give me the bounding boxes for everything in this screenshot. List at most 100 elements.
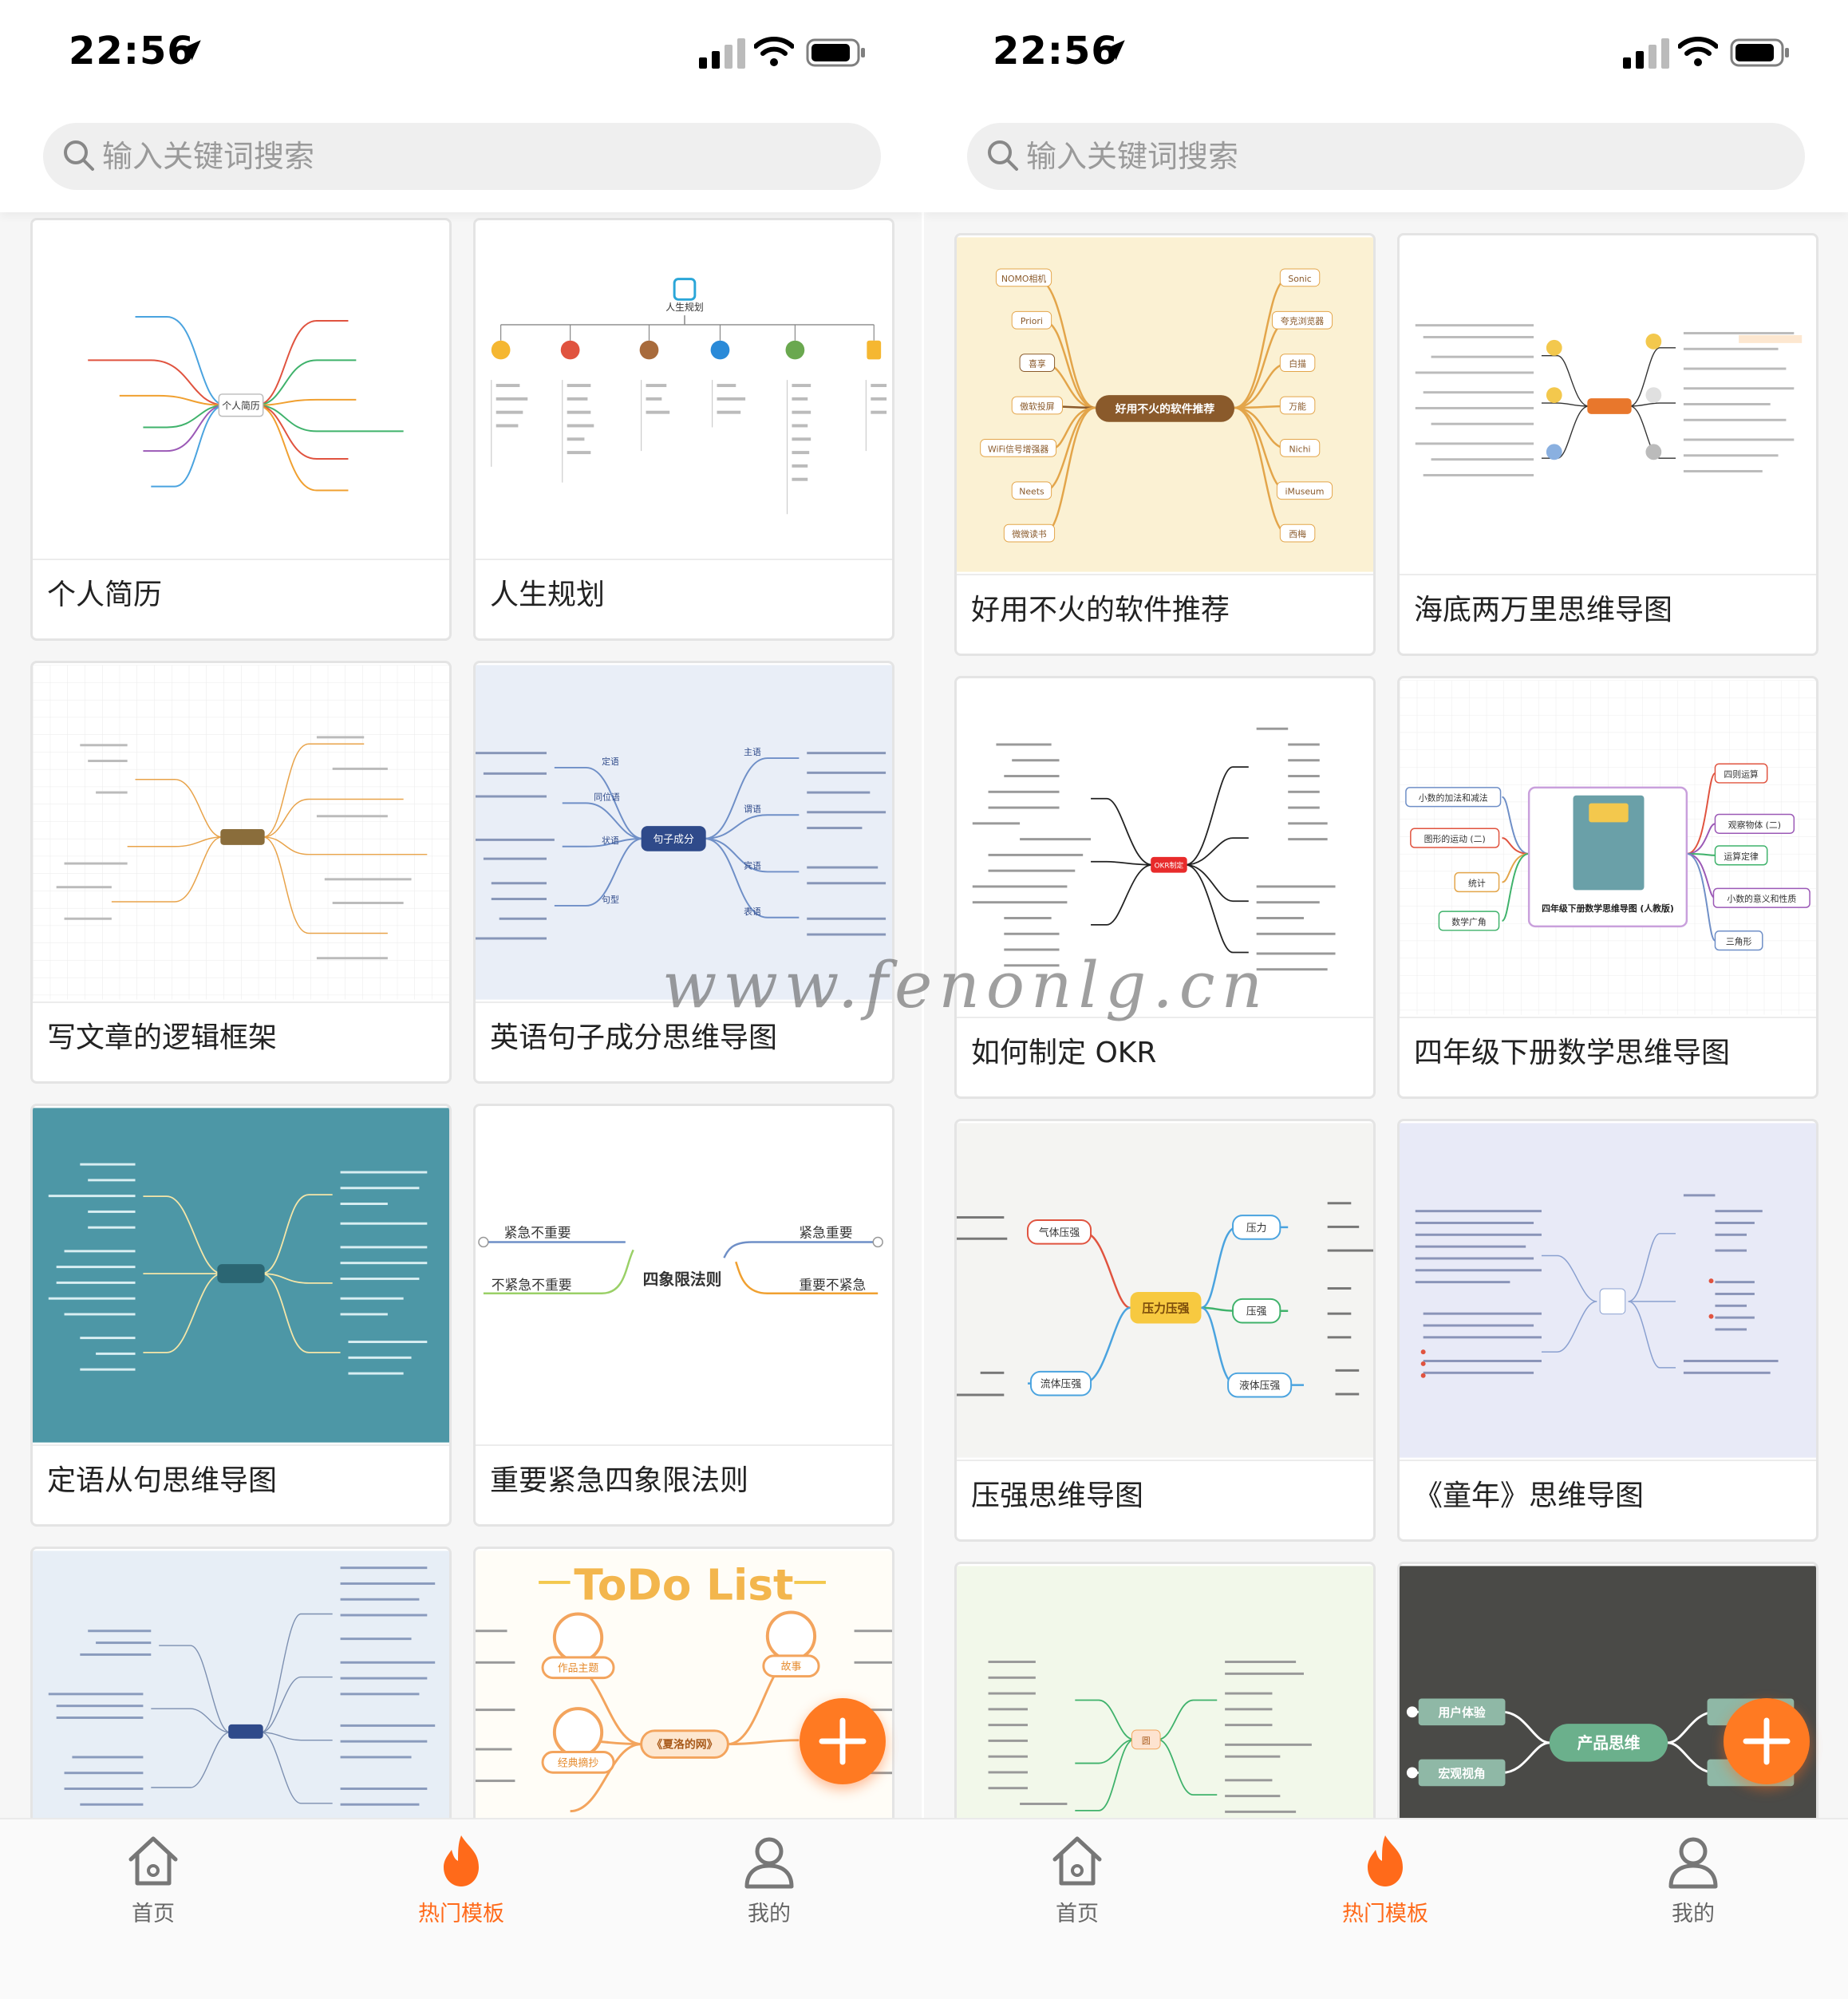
- card-divider: [1400, 1460, 1816, 1461]
- mindmap-node: 喜享: [1029, 358, 1046, 369]
- template-card[interactable]: 写文章的逻辑框架: [30, 661, 452, 1084]
- mindmap-center: 产品思维: [1577, 1734, 1640, 1752]
- add-fab-button[interactable]: [1724, 1698, 1810, 1784]
- plus-icon: [1743, 1717, 1791, 1765]
- template-title: 人生规划: [490, 579, 606, 611]
- mindmap-node: 用户体验: [1438, 1705, 1485, 1720]
- template-title: 海底两万里思维导图: [1414, 594, 1673, 626]
- tab-mine[interactable]: 我的: [697, 1831, 841, 1934]
- mindmap-node: 万能: [1289, 401, 1306, 412]
- mindmap-node: 气体压强: [1039, 1227, 1080, 1239]
- template-thumbnail: [33, 1106, 449, 1444]
- search-icon: [64, 140, 94, 171]
- mindmap-node: 流体压强: [1040, 1379, 1082, 1391]
- tab-label: 我的: [748, 1902, 791, 1926]
- template-title: 压强思维导图: [971, 1479, 1144, 1512]
- mindmap-node: 经典摘抄: [558, 1756, 599, 1769]
- right-screen: 22:56: [924, 0, 1848, 1999]
- fire-icon: [444, 1835, 479, 1886]
- mindmap-node: 状语: [602, 835, 619, 846]
- template-title: 四年级下册数学思维导图: [1414, 1037, 1731, 1069]
- plus-icon: [819, 1717, 867, 1765]
- template-title: 好用不火的软件推荐: [971, 594, 1230, 626]
- mindmap-center: 句子成分: [653, 834, 694, 846]
- mindmap-node: 定语: [602, 756, 619, 767]
- template-card[interactable]: 句子成分 定语 同位语 状语 句型 主语 谓语 宾语 表语: [473, 661, 894, 1084]
- mindmap-node: 微微读书: [1012, 528, 1047, 539]
- template-card[interactable]: 《童年》思维导图: [1397, 1119, 1818, 1542]
- add-fab-button[interactable]: [800, 1698, 886, 1784]
- search-bar[interactable]: [43, 123, 881, 190]
- template-card[interactable]: 个人简历 个人简历: [30, 218, 452, 641]
- mindmap-node: 紧急不重要: [504, 1225, 571, 1241]
- battery-icon: [806, 38, 865, 67]
- search-input[interactable]: [102, 131, 820, 182]
- template-thumbnail: 压力压强 气体压强 流体压强 压力 压强 液体压强: [957, 1121, 1373, 1460]
- mindmap-node: 夸克浏览器: [1281, 315, 1324, 326]
- mindmap-node: 紧急重要: [799, 1225, 852, 1241]
- template-card[interactable]: 压力压强 气体压强 流体压强 压力 压强 液体压强 压强思维导图: [954, 1119, 1376, 1542]
- mindmap-node: 同位语: [594, 791, 620, 802]
- todo-heading: ToDo List: [574, 1560, 793, 1610]
- mindmap-node: Neets: [1019, 487, 1044, 497]
- mindmap-center: 《夏洛的网》: [652, 1738, 718, 1752]
- card-divider: [1400, 1017, 1816, 1018]
- card-divider: [1400, 574, 1816, 575]
- mindmap-node: 谓语: [744, 804, 761, 814]
- mindmap-node: 压力: [1246, 1223, 1267, 1235]
- cellular-signal-icon: [699, 38, 745, 69]
- card-divider: [33, 559, 449, 560]
- template-card[interactable]: 四年级下册数学思维导图 (人教版) 小数的加法和减法 图形的运动 (二) 统计 …: [1397, 676, 1818, 1099]
- search-bar[interactable]: [967, 123, 1805, 190]
- mindmap-node: 四则运算: [1724, 768, 1759, 780]
- template-thumbnail: 四象限法则 紧急不重要 不紧急不重要 紧急重要 重要不紧急: [476, 1106, 892, 1444]
- template-title: 定语从句思维导图: [47, 1464, 278, 1497]
- template-card[interactable]: 四象限法则 紧急不重要 不紧急不重要 紧急重要 重要不紧急 重要紧急四象限法则: [473, 1104, 894, 1527]
- watermark-text: www.fenonlg.cn: [662, 948, 1270, 1022]
- mindmap-node: 主语: [744, 747, 761, 757]
- svg-text:个人简历: 个人简历: [222, 401, 260, 412]
- mindmap-node: 小数的意义和性质: [1727, 893, 1796, 904]
- tab-label: 我的: [1672, 1902, 1715, 1926]
- mindmap-node: 观察物体 (二): [1728, 819, 1781, 830]
- search-input[interactable]: [1026, 131, 1744, 182]
- cellular-signal-icon: [1623, 38, 1669, 69]
- template-card[interactable]: 人生规划: [473, 218, 894, 641]
- template-card[interactable]: OKR制定 如何制定 OKR: [954, 676, 1376, 1099]
- template-title: 重要紧急四象限法则: [490, 1464, 749, 1497]
- fire-icon: [1368, 1835, 1403, 1886]
- tab-home[interactable]: 首页: [1005, 1831, 1149, 1934]
- top-header: 22:56: [0, 0, 924, 212]
- card-divider: [476, 1444, 892, 1446]
- mindmap-node: 压强: [1246, 1306, 1267, 1318]
- template-card[interactable]: 好用不火的软件推荐 NOMO相机 Priori 喜享 傲软投屏 WiFi信号增强…: [954, 233, 1376, 656]
- template-thumbnail: [1400, 1121, 1816, 1460]
- tab-hot-templates[interactable]: 热门模板: [1313, 1831, 1457, 1934]
- template-card[interactable]: 海底两万里思维导图: [1397, 233, 1818, 656]
- tab-label: 热门模板: [418, 1902, 504, 1926]
- mindmap-node: 重要不紧急: [799, 1277, 866, 1293]
- mindmap-node: 数学广角: [1451, 916, 1486, 927]
- wifi-icon: [754, 37, 794, 66]
- mindmap-node: 统计: [1468, 878, 1486, 888]
- mindmap-node: WiFi信号增强器: [988, 443, 1048, 454]
- mindmap-node: 宏观视角: [1438, 1766, 1485, 1780]
- user-icon: [1668, 1837, 1718, 1889]
- search-icon: [988, 140, 1018, 171]
- bottom-tab-bar: 首页 热门模板 我的: [924, 1818, 1848, 1999]
- card-divider: [33, 1444, 449, 1446]
- card-divider: [957, 574, 1373, 575]
- tab-home[interactable]: 首页: [81, 1831, 225, 1934]
- tab-hot-templates[interactable]: 热门模板: [389, 1831, 533, 1934]
- mindmap-node: 小数的加法和减法: [1419, 792, 1488, 804]
- mindmap-center: 四象限法则: [643, 1270, 722, 1289]
- tab-mine[interactable]: 我的: [1621, 1831, 1765, 1934]
- template-card[interactable]: 定语从句思维导图: [30, 1104, 452, 1527]
- template-title: 写文章的逻辑框架: [47, 1021, 278, 1054]
- template-thumbnail: OKR制定: [957, 678, 1373, 1017]
- location-arrow-icon: [1104, 40, 1125, 61]
- mindmap-node: 傲软投屏: [1020, 401, 1055, 412]
- mindmap-center: 圆: [1142, 1736, 1151, 1746]
- card-divider: [957, 1017, 1373, 1018]
- template-thumbnail: 个人简历: [33, 220, 449, 559]
